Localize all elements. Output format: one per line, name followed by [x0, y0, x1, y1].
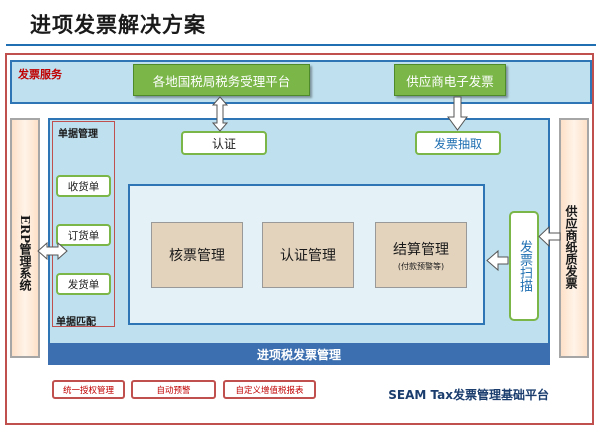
- settlement-sub-label: (付款预警等): [397, 261, 445, 271]
- tax-platform-box[interactable]: 各地国税局税务受理平台: [133, 64, 310, 96]
- erp-system-label: ERP管理系统: [18, 215, 32, 292]
- auto-warning-button[interactable]: 自动预警: [131, 380, 216, 399]
- erp-docs-double-arrow: [37, 241, 68, 261]
- auth-mgmt-label: 认证管理: [280, 248, 336, 264]
- solution-frame: [5, 53, 594, 425]
- title-divider: [6, 44, 596, 46]
- custom-vat-report-button[interactable]: 自定义增值税报表: [223, 380, 316, 399]
- invoice-scan-button[interactable]: 发票扫描: [509, 211, 539, 321]
- platform-name: SEAM Tax发票管理基础平台: [388, 388, 549, 402]
- unified-auth-mgmt-button[interactable]: 统一授权管理: [52, 380, 125, 399]
- invoice-verify-box[interactable]: 核票管理: [151, 222, 243, 288]
- erp-system-panel: [10, 118, 40, 358]
- doc-management-column: [52, 121, 115, 327]
- invoice-service-label: 发票服务: [18, 68, 62, 81]
- supplier-scan-arrow: [538, 225, 561, 248]
- settlement-mgmt-box[interactable]: 结算管理 (付款预警等): [375, 222, 467, 288]
- doc-management-label: 单据管理: [58, 129, 98, 140]
- receipt-doc-button[interactable]: 收货单: [56, 175, 111, 197]
- settlement-mgmt-label: 结算管理: [393, 241, 449, 258]
- supplier-einvoice-box[interactable]: 供应商电子发票: [394, 64, 506, 96]
- order-doc-button[interactable]: 订货单: [56, 224, 111, 246]
- input-tax-invoice-mgmt-bar: 进项税发票管理: [48, 343, 550, 365]
- delivery-doc-button[interactable]: 发货单: [56, 273, 111, 295]
- einvoice-down-arrow: [447, 96, 468, 131]
- page-title: 进项发票解决方案: [30, 13, 206, 37]
- tax-auth-double-arrow: [211, 96, 229, 132]
- scan-core-arrow: [486, 249, 509, 272]
- invoice-extract-button[interactable]: 发票抽取: [415, 131, 501, 155]
- auth-mgmt-box[interactable]: 认证管理: [262, 222, 354, 288]
- supplier-paper-invoice-label: 供应商纸质发票: [564, 205, 578, 289]
- supplier-paper-invoice-panel: [559, 118, 589, 358]
- doc-match-label: 单据匹配: [56, 317, 96, 328]
- auth-button[interactable]: 认证: [181, 131, 267, 155]
- invoice-verify-label: 核票管理: [169, 248, 225, 264]
